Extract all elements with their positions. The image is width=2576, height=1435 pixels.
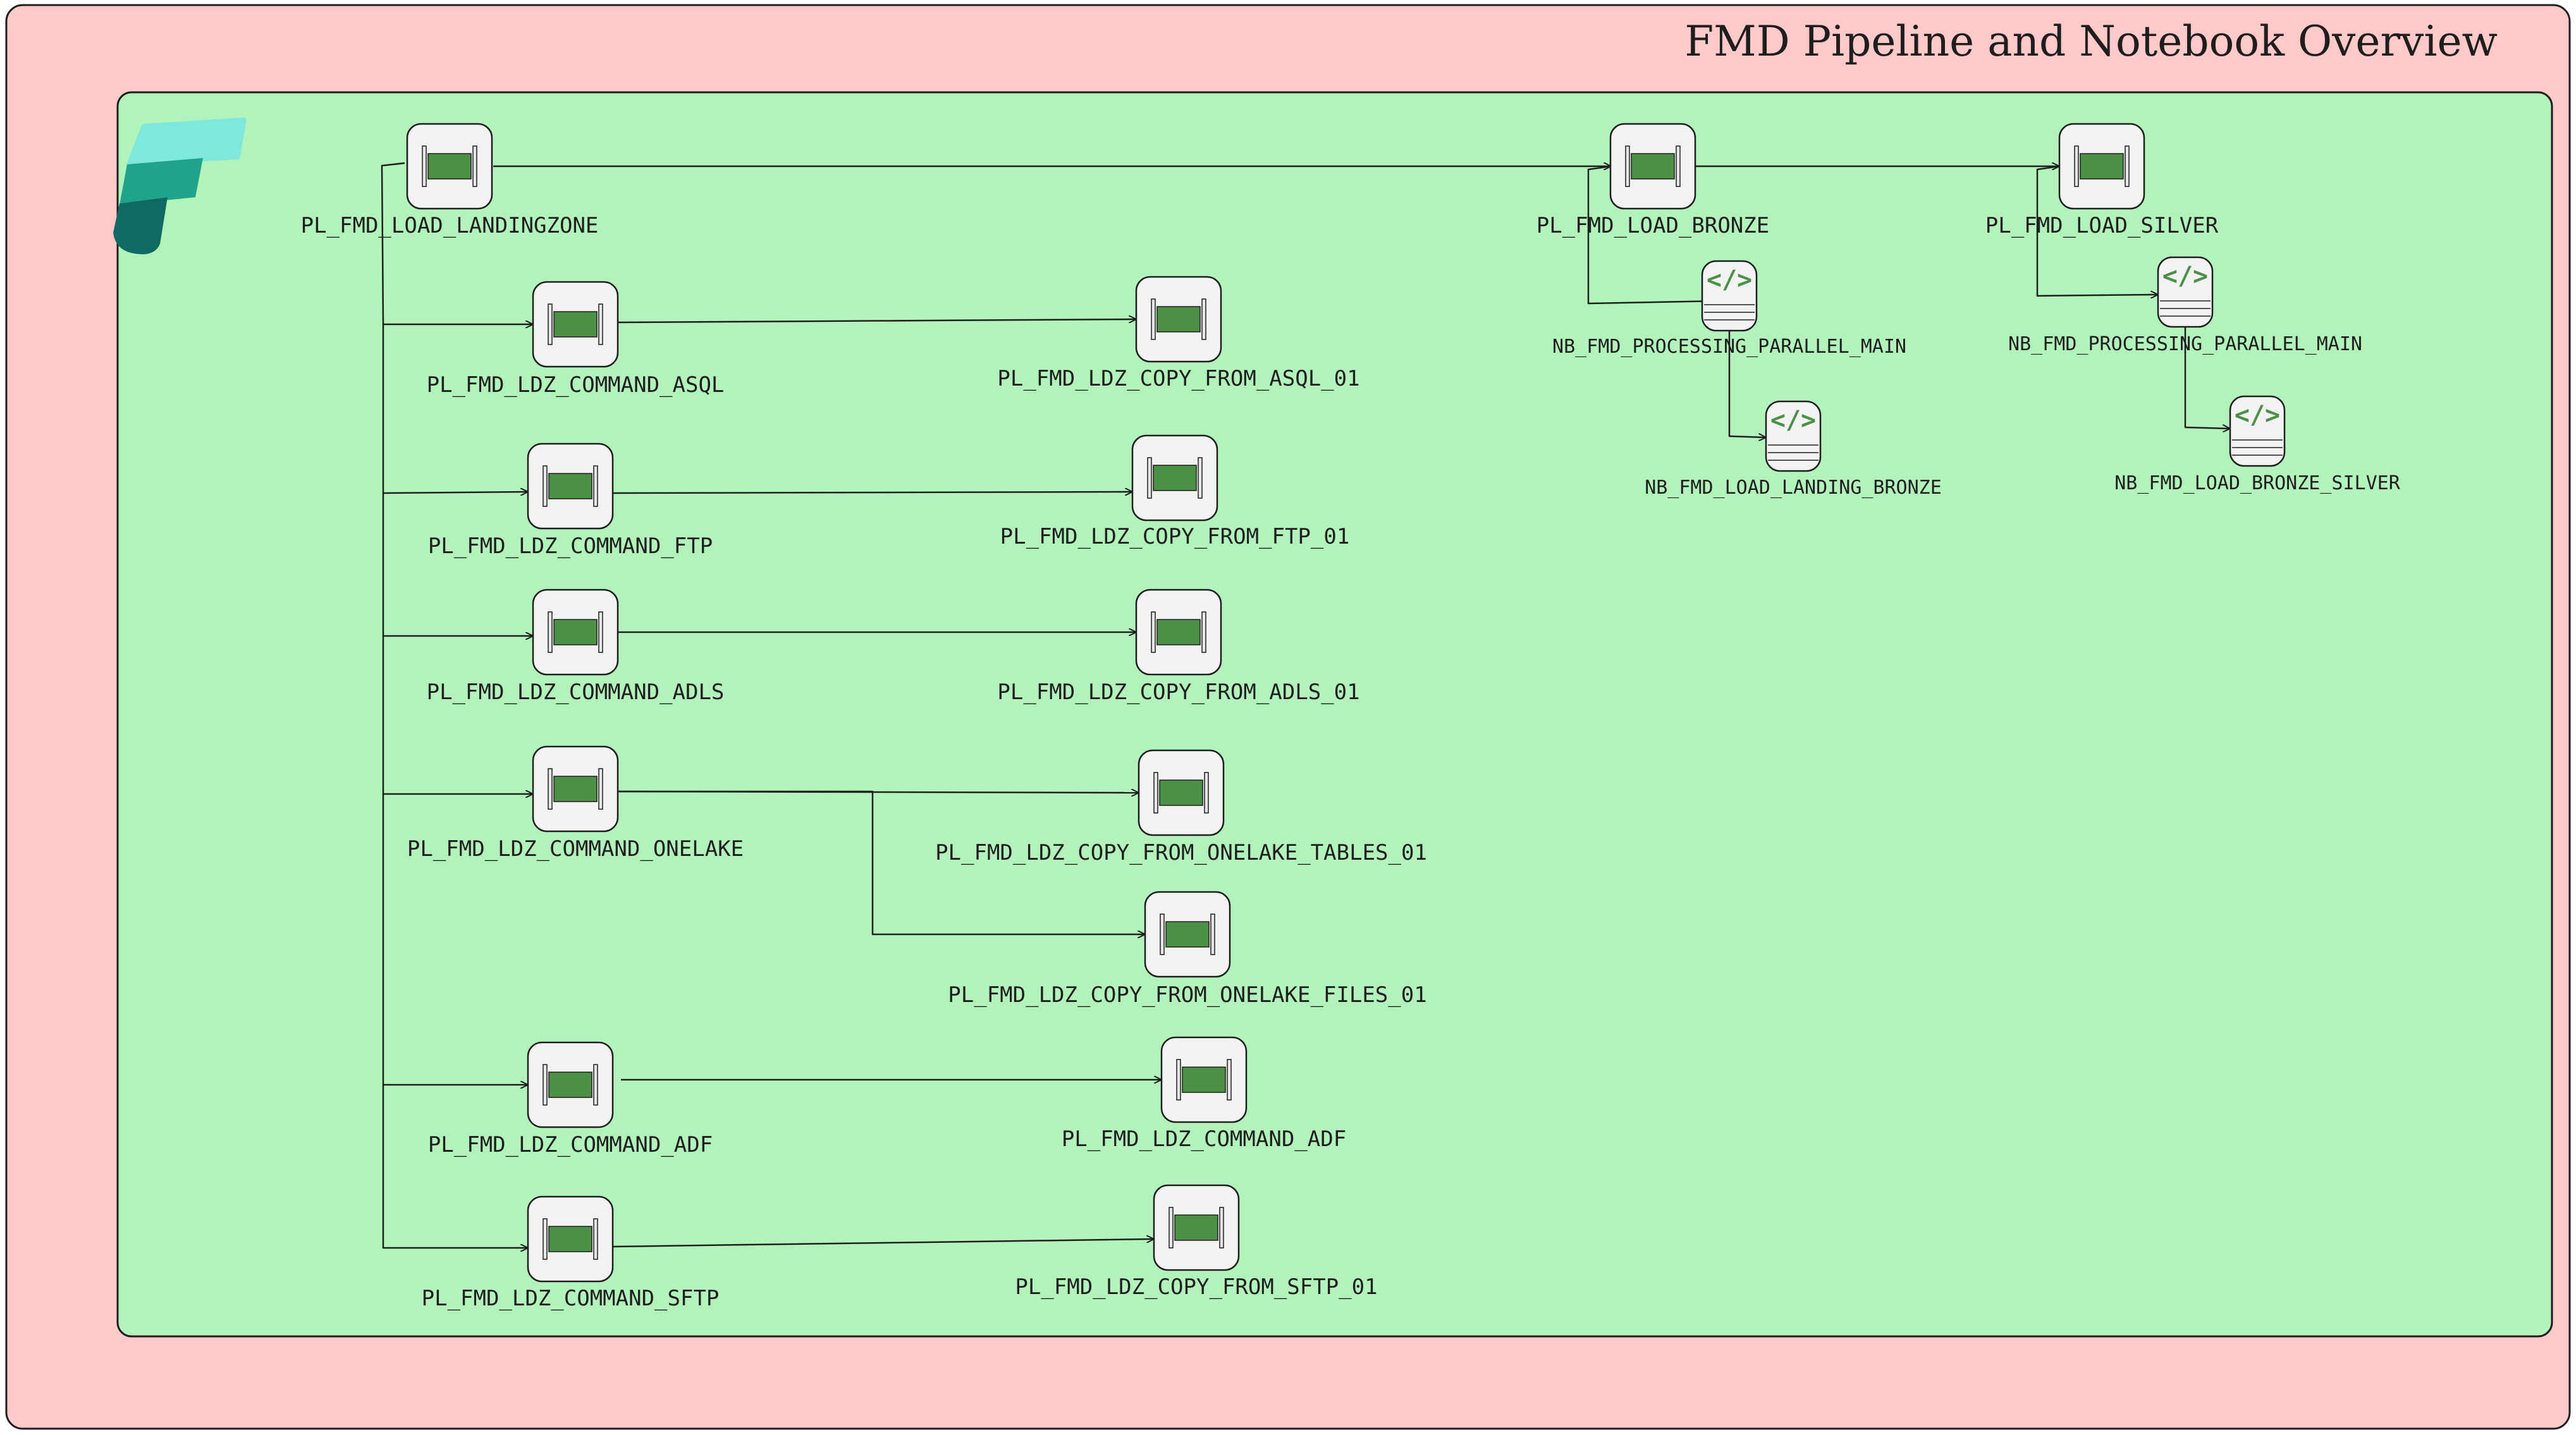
node-label: PL_FMD_LDZ_COMMAND_ADF (1062, 1127, 1346, 1152)
node-label: NB_FMD_LOAD_BRONZE_SILVER (2114, 472, 2400, 494)
notebook-code-icon: </> (2232, 401, 2283, 456)
svg-text:</>: </> (2235, 401, 2280, 430)
edge-cmd_asql-to-copy_asql (617, 319, 1136, 324)
node-label: PL_FMD_LDZ_COPY_FROM_FTP_01 (1000, 524, 1350, 549)
notebook-node-nb-parallel-2[interactable]: </> NB_FMD_PROCESSING_PARALLEL_MAIN (2008, 256, 2362, 355)
pipeline-node-landingzone[interactable]: PL_FMD_LOAD_LANDINGZONE (301, 123, 599, 238)
pipeline-icon (548, 768, 603, 810)
node-label: PL_FMD_LDZ_COPY_FROM_ONELAKE_FILES_01 (948, 982, 1426, 1008)
pipeline-icon (422, 145, 477, 187)
pipeline-node-bronze[interactable]: PL_FMD_LOAD_BRONZE (1536, 123, 1769, 238)
node-box (2229, 395, 2286, 467)
node-label: PL_FMD_LOAD_LANDINGZONE (301, 213, 599, 238)
node-label: PL_FMD_LDZ_COMMAND_ADLS (427, 680, 725, 705)
node-label: PL_FMD_LDZ_COMMAND_ASQL (427, 372, 725, 398)
notebook-node-nb-landing-bronze[interactable]: </> NB_FMD_LOAD_LANDING_BRONZE (1645, 400, 1942, 499)
connector-edges (381, 162, 2230, 1248)
svg-text:</>: </> (2162, 262, 2208, 291)
node-label: PL_FMD_LDZ_COMMAND_FTP (428, 534, 713, 559)
pipeline-icon (2074, 145, 2130, 187)
pipeline-node-copy-ftp[interactable]: PL_FMD_LDZ_COPY_FROM_FTP_01 (1000, 434, 1350, 549)
node-label: PL_FMD_LDZ_COMMAND_ADF (428, 1132, 713, 1157)
pipeline-icon (543, 465, 598, 507)
edge-nb_parallel_1-to-nb_landing_bronze (1728, 302, 1766, 437)
pipeline-icon (548, 611, 603, 653)
pipeline-node-cmd-sftp[interactable]: PL_FMD_LDZ_COMMAND_SFTP (422, 1195, 720, 1311)
pipeline-icon (543, 1218, 598, 1260)
pipeline-node-cmd-ftp[interactable]: PL_FMD_LDZ_COMMAND_FTP (428, 443, 713, 559)
pipeline-node-cmd-adf[interactable]: PL_FMD_LDZ_COMMAND_ADF (428, 1041, 713, 1157)
pipeline-node-cmd-onelake[interactable]: PL_FMD_LDZ_COMMAND_ONELAKE (407, 745, 744, 862)
notebook-code-icon: </> (2160, 262, 2211, 317)
microsoft-fabric-logo-icon (113, 118, 247, 255)
edge-cmd_ftp-to-copy_ftp (612, 492, 1132, 493)
node-box (1701, 260, 1758, 332)
node-label: NB_FMD_PROCESSING_PARALLEL_MAIN (2008, 333, 2362, 355)
pipeline-icon (1160, 913, 1215, 955)
pipeline-icon (1151, 611, 1206, 653)
pipeline-icon (1176, 1059, 1232, 1101)
pipeline-icon (1147, 457, 1203, 499)
edge-nb_parallel_2-to-nb_bronze_silver (2184, 301, 2230, 429)
notebook-code-icon: </> (1704, 266, 1755, 321)
pipeline-node-cmd-adf-2[interactable]: PL_FMD_LDZ_COMMAND_ADF (1062, 1036, 1346, 1152)
node-label: PL_FMD_LDZ_COPY_FROM_SFTP_01 (1015, 1274, 1377, 1300)
pipeline-node-copy-adls[interactable]: PL_FMD_LDZ_COPY_FROM_ADLS_01 (997, 589, 1360, 705)
pipeline-node-silver[interactable]: PL_FMD_LOAD_SILVER (1985, 123, 2219, 238)
node-label: PL_FMD_LDZ_COPY_FROM_ASQL_01 (997, 366, 1359, 391)
node-label: NB_FMD_LOAD_LANDING_BRONZE (1645, 477, 1942, 499)
pipeline-icon (1625, 145, 1681, 187)
edge-landingzone-to-cmd_asql (381, 162, 533, 324)
pipeline-node-copy-asql[interactable]: PL_FMD_LDZ_COPY_FROM_ASQL_01 (997, 276, 1360, 391)
pipeline-icon (1153, 772, 1209, 814)
svg-text:</>: </> (1770, 406, 1816, 435)
edge-landingzone-to-cmd_sftp (382, 1085, 528, 1248)
pipeline-node-copy-onelake-files[interactable]: PL_FMD_LDZ_COPY_FROM_ONELAKE_FILES_01 (948, 891, 1427, 1008)
pipeline-icon (548, 303, 603, 345)
node-label: PL_FMD_LOAD_SILVER (1985, 213, 2219, 238)
node-label: PL_FMD_LDZ_COPY_FROM_ADLS_01 (997, 680, 1359, 705)
notebook-node-nb-bronze-silver[interactable]: </> NB_FMD_LOAD_BRONZE_SILVER (2114, 395, 2401, 494)
pipeline-node-copy-sftp[interactable]: PL_FMD_LDZ_COPY_FROM_SFTP_01 (1015, 1184, 1378, 1300)
node-label: NB_FMD_PROCESSING_PARALLEL_MAIN (1552, 336, 1906, 358)
pipeline-node-cmd-asql[interactable]: PL_FMD_LDZ_COMMAND_ASQL (427, 281, 725, 398)
pipeline-icon (1151, 298, 1206, 340)
edge-bronze-to-nb_parallel_1 (1587, 165, 1721, 303)
node-box (2157, 256, 2214, 328)
pipeline-node-cmd-adls[interactable]: PL_FMD_LDZ_COMMAND_ADLS (427, 589, 725, 705)
inner-frame (116, 91, 2553, 1338)
diagram-title: FMD Pipeline and Notebook Overview (1684, 17, 2498, 66)
pipeline-icon (543, 1064, 598, 1106)
svg-text:</>: </> (1707, 266, 1752, 295)
pipeline-icon (1168, 1207, 1224, 1249)
edge-cmd_onelake-to-copy_onelake_files (618, 790, 1145, 934)
node-label: PL_FMD_LDZ_COMMAND_ONELAKE (407, 836, 744, 862)
node-label: PL_FMD_LDZ_COMMAND_SFTP (422, 1286, 720, 1311)
node-box (1765, 400, 1822, 472)
node-label: PL_FMD_LOAD_BRONZE (1536, 213, 1769, 238)
edge-cmd_sftp-to-copy_sftp (612, 1239, 1154, 1248)
notebook-code-icon: </> (1768, 406, 1819, 461)
pipeline-node-copy-onelake-tables[interactable]: PL_FMD_LDZ_COPY_FROM_ONELAKE_TABLES_01 (935, 749, 1427, 865)
notebook-node-nb-parallel-1[interactable]: </> NB_FMD_PROCESSING_PARALLEL_MAIN (1552, 260, 1906, 358)
diagram-nodes: PL_FMD_LOAD_LANDINGZONE PL_FMD_LDZ_COMMAN… (301, 123, 2401, 1311)
edge-silver-to-nb_parallel_2 (2036, 165, 2158, 296)
node-label: PL_FMD_LDZ_COPY_FROM_ONELAKE_TABLES_01 (935, 840, 1427, 865)
